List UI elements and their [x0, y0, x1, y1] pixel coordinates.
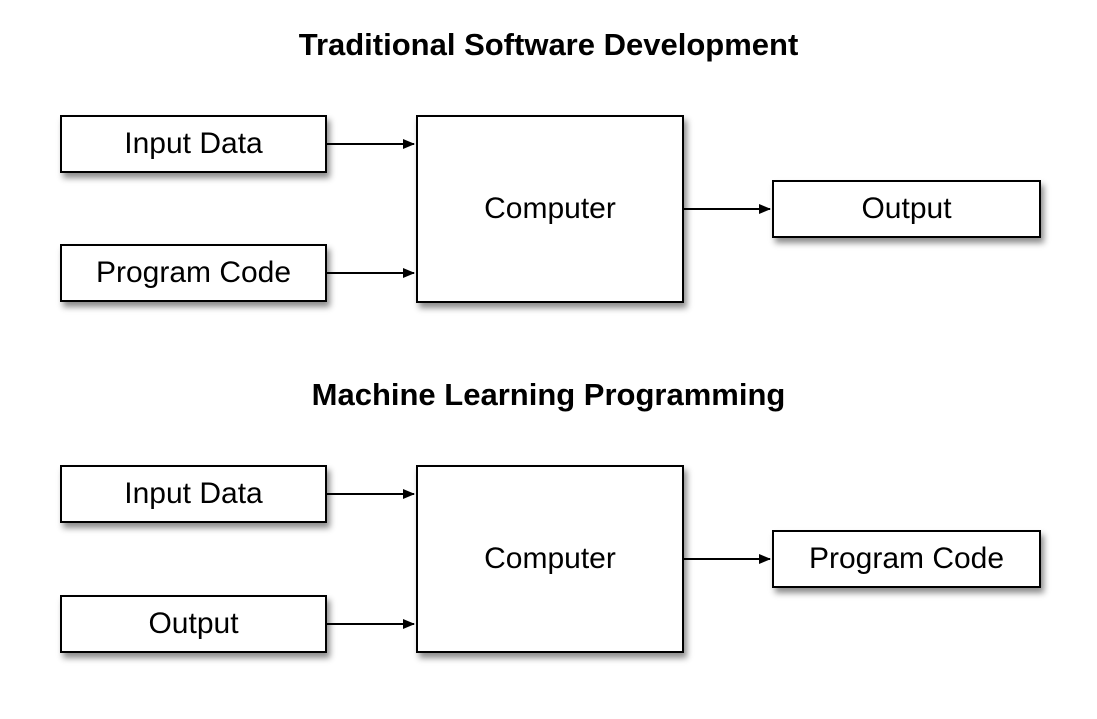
- ml-output-input-label: Output: [148, 607, 239, 640]
- traditional-program-code-box: Program Code: [60, 244, 327, 302]
- ml-diagram-title: Machine Learning Programming: [311, 377, 786, 412]
- ml-input-data-box: Input Data: [60, 465, 327, 523]
- traditional-program-code-label: Program Code: [95, 256, 292, 289]
- traditional-input-data-label: Input Data: [124, 127, 263, 160]
- ml-program-code-box: Program Code: [772, 530, 1041, 588]
- ml-computer-box: Computer: [416, 465, 684, 653]
- ml-program-code-label: Program Code: [808, 542, 1005, 575]
- traditional-output-box: Output: [772, 180, 1041, 238]
- ml-input-data-label: Input Data: [124, 477, 263, 510]
- traditional-computer-label: Computer: [484, 192, 616, 225]
- traditional-output-label: Output: [861, 192, 952, 225]
- ml-computer-label: Computer: [484, 542, 616, 575]
- traditional-computer-box: Computer: [416, 115, 684, 303]
- ml-output-input-box: Output: [60, 595, 327, 653]
- traditional-diagram-title: Traditional Software Development: [298, 27, 799, 62]
- traditional-input-data-box: Input Data: [60, 115, 327, 173]
